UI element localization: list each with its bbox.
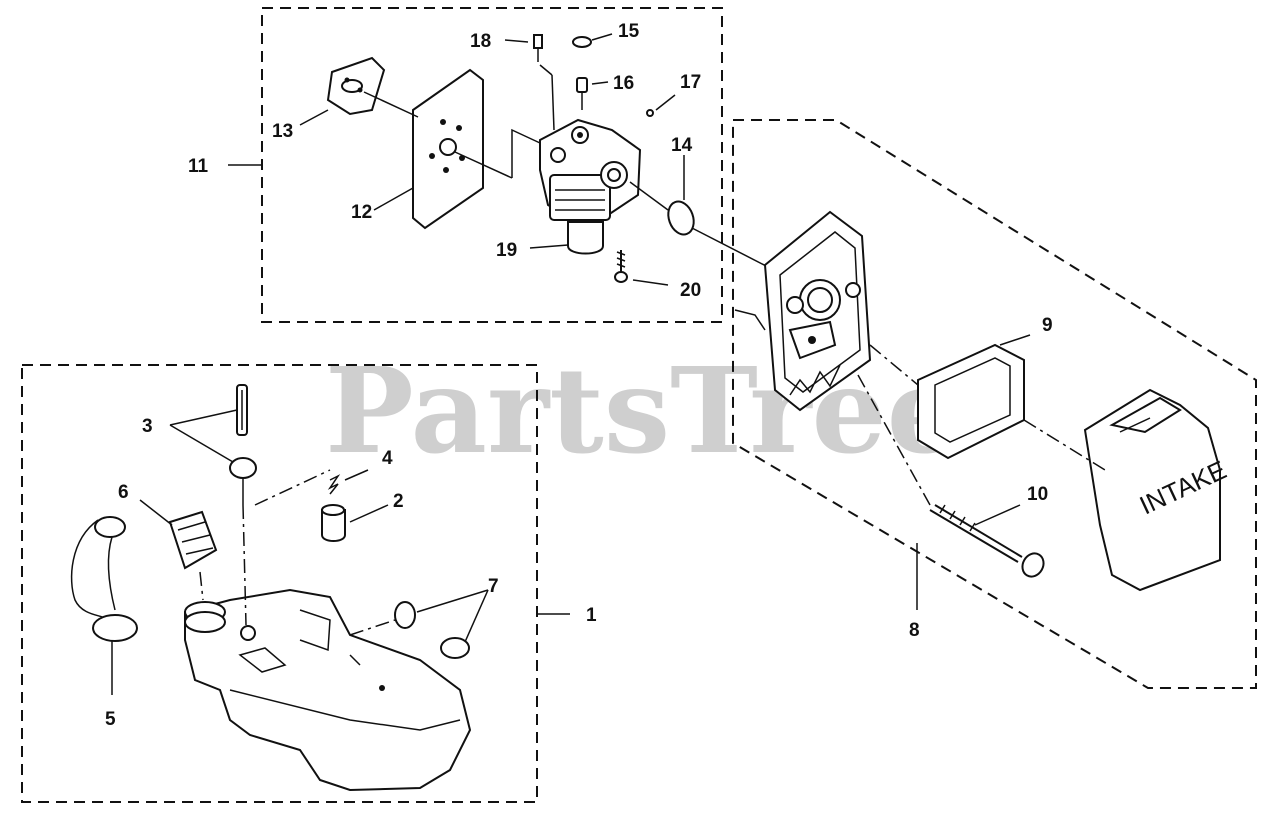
callout-9: 9 <box>1042 315 1053 336</box>
part-17-spring <box>646 109 654 117</box>
part-10-bolt <box>929 504 1045 578</box>
callout-12: 12 <box>351 202 372 223</box>
callout-20: 20 <box>680 280 701 301</box>
air-filter-leader-lines <box>857 334 1106 610</box>
part-18-screw <box>533 34 543 62</box>
part-15-plug <box>572 36 592 48</box>
callout-1: 1 <box>586 605 597 626</box>
carburetor-body <box>539 118 642 255</box>
part-7-grommets <box>394 601 470 659</box>
callout-2: 2 <box>393 491 404 512</box>
callout-6: 6 <box>118 482 129 503</box>
fuel-tank-group-box <box>21 364 538 803</box>
part-5-cap-tether <box>70 516 138 642</box>
carburetor-group-box <box>261 7 723 323</box>
air-filter-base <box>734 210 872 412</box>
fuel-tank-leader-lines <box>111 409 570 695</box>
callout-11: 11 <box>188 156 209 177</box>
callout-16: 16 <box>613 73 634 94</box>
callout-3: 3 <box>142 416 153 437</box>
part-6-fuel-cap <box>168 510 218 570</box>
air-filter-group-box <box>732 119 1257 689</box>
callout-17: 17 <box>680 72 701 93</box>
part-4-spring <box>327 474 341 495</box>
part-3-fuel-filter-line <box>229 384 257 505</box>
part-2-grommet <box>321 504 346 542</box>
part-13-insulator-gasket <box>326 56 386 116</box>
callout-8: 8 <box>909 620 920 641</box>
callout-13: 13 <box>272 121 293 142</box>
callout-18: 18 <box>470 31 491 52</box>
callout-4: 4 <box>382 448 393 469</box>
fuel-tank-body <box>184 588 472 792</box>
intake-cover: INTAKE <box>1083 388 1231 592</box>
callout-7: 7 <box>488 576 499 597</box>
carburetor-leader-lines <box>228 33 771 286</box>
part-9-filter-element <box>917 343 1025 460</box>
callout-14: 14 <box>671 135 693 156</box>
callout-15: 15 <box>618 21 640 42</box>
part-20-screw <box>614 250 628 283</box>
part-14-o-ring <box>667 200 695 236</box>
callout-labels: 1 2 3 4 5 6 7 8 9 10 11 12 13 14 15 16 1… <box>105 21 1053 730</box>
part-12-carburetor-plate <box>412 68 484 230</box>
callout-5: 5 <box>105 709 116 730</box>
callout-10: 10 <box>1027 484 1048 505</box>
part-16-needle <box>576 77 588 110</box>
callout-19: 19 <box>496 240 517 261</box>
